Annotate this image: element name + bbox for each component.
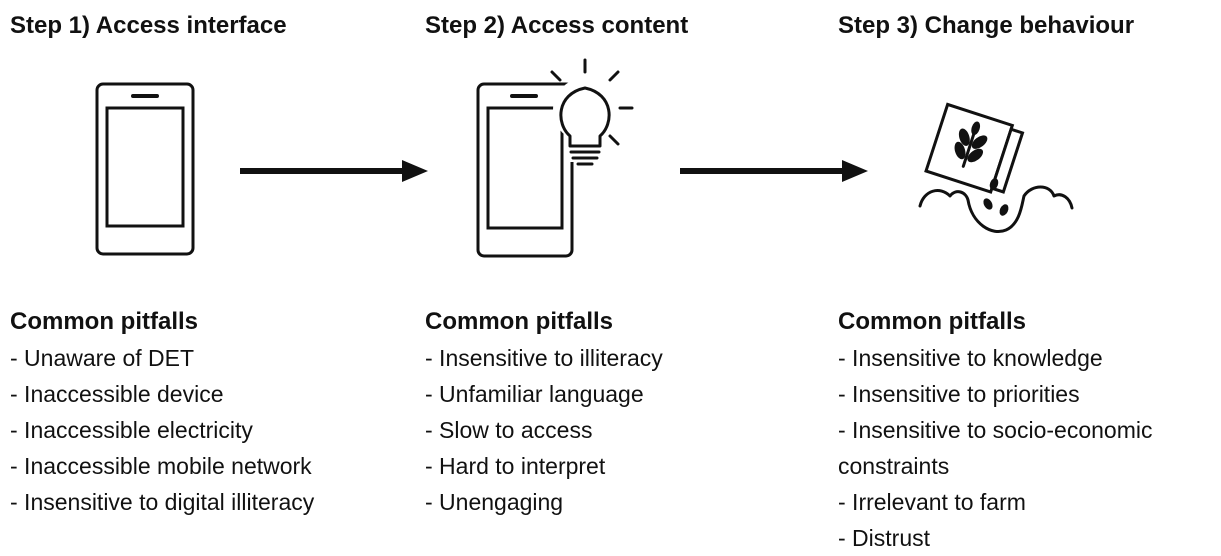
pitfalls-heading: Common pitfalls [10, 308, 199, 335]
step-1-pitfalls: Common pitfalls - Unaware of DET - Inacc… [10, 304, 314, 520]
pitfall-item: - Slow to access [425, 417, 593, 443]
smartphone-lightbulb-icon [470, 58, 640, 263]
pitfall-item: - Unengaging [425, 489, 564, 515]
pitfall-item: - Insensitive to socio-economic [838, 417, 1153, 443]
pitfall-item: - Hard to interpret [425, 453, 606, 479]
pitfall-item: constraints [838, 453, 950, 479]
right-arrow-icon [240, 158, 430, 184]
seed-packet-planting-icon [912, 96, 1082, 246]
pitfall-item: - Inaccessible device [10, 381, 224, 407]
pitfall-item: - Insensitive to priorities [838, 381, 1080, 407]
pitfall-item: - Inaccessible mobile network [10, 453, 312, 479]
pitfall-item: - Insensitive to illiteracy [425, 345, 663, 371]
step-2-pitfalls: Common pitfalls - Insensitive to illiter… [425, 304, 663, 520]
step-2-title: Step 2) Access content [425, 12, 689, 39]
right-arrow-icon [680, 158, 870, 184]
pitfall-item: - Unaware of DET [10, 345, 195, 371]
pitfall-item: - Insensitive to knowledge [838, 345, 1103, 371]
pitfall-item: - Insensitive to digital illiteracy [10, 489, 315, 515]
step-1-title: Step 1) Access interface [10, 12, 287, 39]
pitfalls-heading: Common pitfalls [838, 308, 1027, 335]
pitfall-item: - Unfamiliar language [425, 381, 644, 407]
step-3-title: Step 3) Change behaviour [838, 12, 1135, 39]
pitfall-item: - Distrust [838, 525, 930, 551]
step-3-pitfalls: Common pitfalls - Insensitive to knowled… [838, 304, 1152, 556]
pitfall-item: - Inaccessible electricity [10, 417, 253, 443]
smartphone-icon [90, 80, 200, 260]
pitfall-item: - Irrelevant to farm [838, 489, 1026, 515]
pitfalls-heading: Common pitfalls [425, 308, 614, 335]
